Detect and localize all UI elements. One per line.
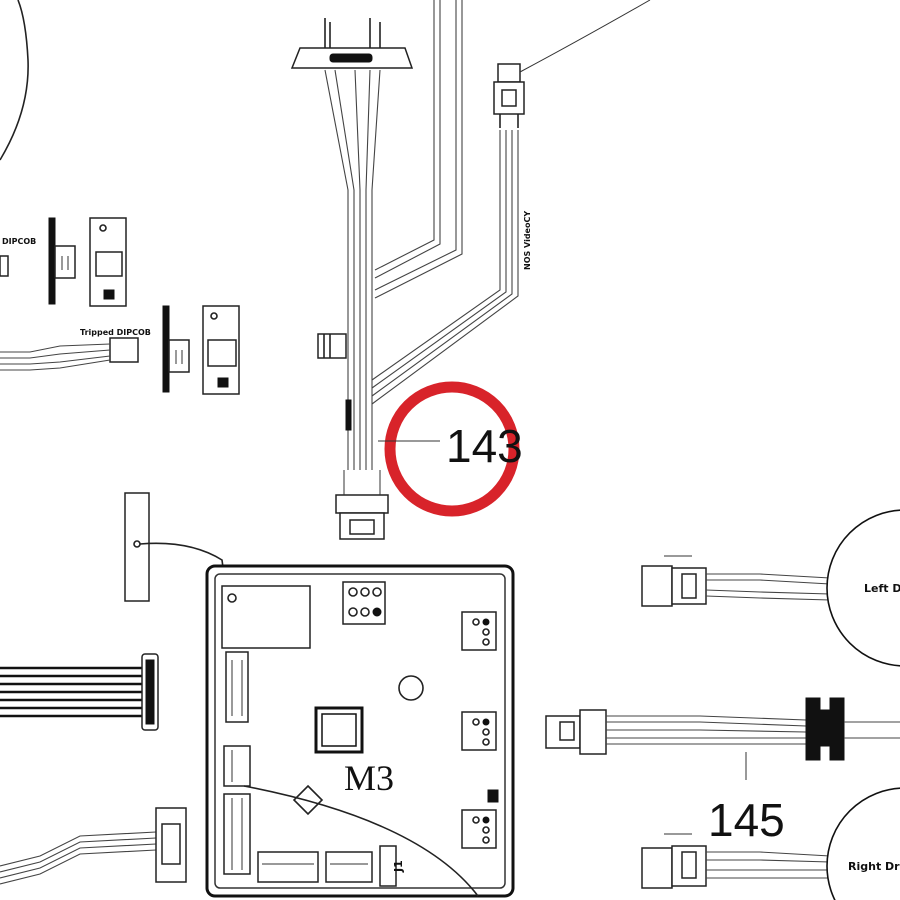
right-motor-connector bbox=[641, 833, 831, 889]
control-board-m3 bbox=[205, 564, 515, 898]
right-drive-motor-label: Right Dri bbox=[848, 860, 900, 873]
harness-bottom-connector bbox=[335, 470, 389, 540]
video-connector bbox=[493, 0, 651, 128]
top-connector bbox=[290, 18, 414, 69]
main-harness-wires bbox=[324, 0, 519, 470]
bottom-left-connector bbox=[0, 807, 187, 885]
board-connector-label: J1 bbox=[392, 860, 405, 873]
wire-tag-label: NOS VideoCY bbox=[523, 211, 532, 270]
harness-side-connector bbox=[317, 333, 352, 431]
right-drive-motor bbox=[826, 787, 900, 900]
switch-assembly-upper bbox=[0, 217, 127, 307]
left-motor-connector bbox=[641, 555, 831, 607]
switch-upper-label: DIPCOB bbox=[2, 237, 36, 246]
left-drive-motor bbox=[826, 509, 900, 667]
highlight-circle bbox=[384, 381, 520, 517]
board-label: M3 bbox=[344, 758, 394, 798]
callout-143: 143 bbox=[446, 420, 523, 472]
switch-assembly-lower bbox=[0, 305, 240, 395]
switch-lower-label: Tripped DIPCOB bbox=[80, 328, 151, 337]
callout-145: 145 bbox=[708, 794, 785, 846]
top-left-arc bbox=[0, 0, 29, 161]
antenna-bar bbox=[124, 492, 227, 602]
left-drive-motor-label: Left Dri bbox=[864, 582, 900, 595]
left-ribbon-cable bbox=[0, 653, 159, 731]
harness-145 bbox=[545, 697, 900, 780]
